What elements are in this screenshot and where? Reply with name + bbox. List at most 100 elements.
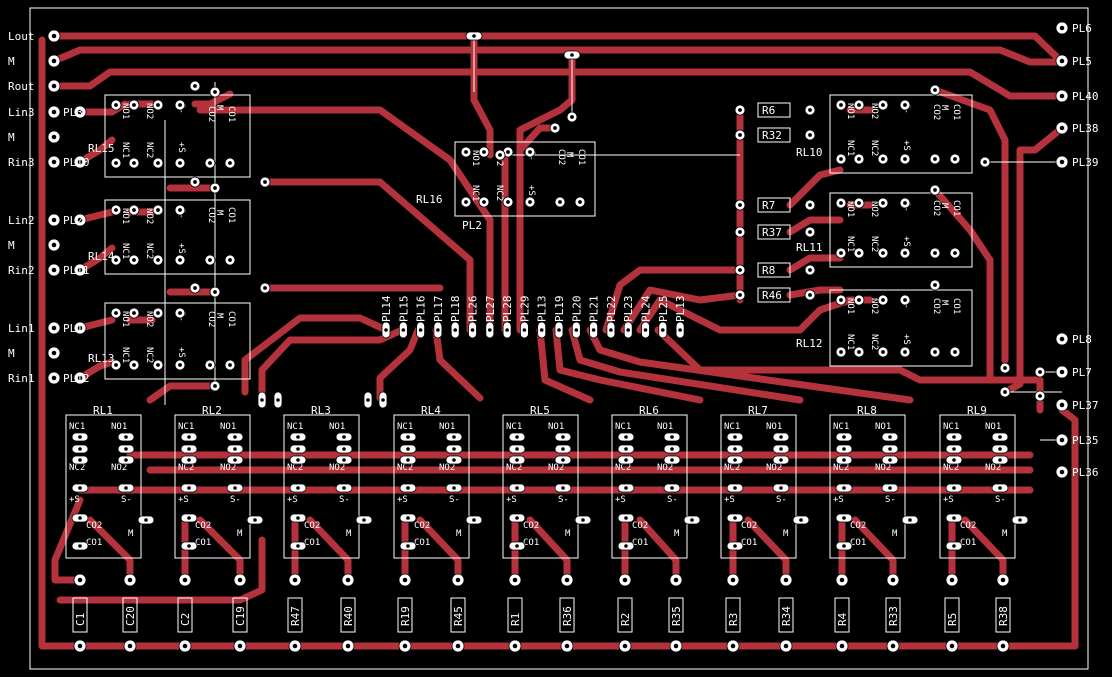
relay-rl5-pin-sp: +S [506, 495, 517, 505]
relay-rl2-pad-4 [180, 513, 198, 523]
pl-right-label-pl35: PL35 [1072, 434, 1099, 447]
relay-rl14-pad-b1 [128, 254, 140, 266]
relay-rl9-name: RL9 [967, 404, 987, 417]
relay-rl2-pad-9 [246, 515, 264, 525]
relay-rl6-pad-9 [683, 515, 701, 525]
resistor-r32-pad-b [804, 129, 816, 141]
via-17 [1034, 366, 1046, 378]
header-label-pl23: PL23 [622, 296, 635, 323]
pl-right-pad-pl7 [1055, 365, 1069, 379]
relay-rl5-pad-3 [508, 483, 526, 493]
part-r34-pad-bottom [779, 639, 793, 653]
relay-rl2-pad-8 [226, 483, 244, 493]
part-c1-pad-top [73, 573, 87, 587]
header-label-pl13b: PL13 [674, 296, 687, 323]
relay-rl6-pad-8 [663, 483, 681, 493]
part-r45-label: R45 [452, 606, 465, 626]
via-8 [209, 380, 221, 392]
relay-rl4-pin-sp: +S [397, 495, 408, 505]
part-r4-label: R4 [836, 612, 849, 626]
relay-rl4-pin-no2: NO2 [439, 463, 455, 473]
relay-rl3-name: RL3 [311, 404, 331, 417]
relay-rl5-name: RL5 [530, 404, 550, 417]
relay-rl13-pin-sp: +S [176, 347, 186, 358]
relay-rl4-pad-2 [399, 455, 417, 465]
part-r3-pad-top [726, 573, 740, 587]
part-r38 [995, 597, 1011, 633]
relay-rl1-pad-3 [71, 483, 89, 493]
resistor-r7-label: R7 [762, 199, 775, 212]
relay-rl10-pad-t3 [899, 99, 911, 111]
relay-rl10-pad-b3 [899, 153, 911, 165]
relay-rl15-pad-b1 [128, 157, 140, 169]
relay-rl7-pin-no1: NO1 [766, 422, 782, 432]
relay-rl1-pin-nc2: NC2 [69, 463, 85, 473]
pl-left-label-pl2: PL2 [63, 214, 83, 227]
relay-rl2-pin-co1: CO1 [195, 538, 211, 548]
relay-rl8-pad-0 [835, 432, 853, 442]
left-pad-rout [47, 79, 61, 93]
relay-rl16-pin-co1: CO1 [576, 149, 586, 165]
part-r19 [397, 597, 413, 633]
relay-rl12-pin-nc1: NC1 [845, 334, 855, 350]
relay-rl12-pin-co2: CO2 [931, 298, 941, 314]
relay-rl2-pin-sm: S- [230, 495, 241, 505]
relay-rl15-pad-b4 [204, 157, 216, 169]
relay-rl10 [829, 94, 973, 174]
part-r40 [340, 597, 356, 633]
relay-rl16-pin-sp: +S [526, 185, 536, 196]
relay-rl7-pad-co1 [726, 541, 744, 551]
relay-rl14-pin-sp: +S [176, 243, 186, 254]
relay-rl11-pad-t3 [899, 197, 911, 209]
relay-rl14 [104, 199, 251, 275]
relay-rl10-pad-b1 [853, 153, 865, 165]
relay-rl6-pad-1 [617, 444, 635, 454]
pl-left-label-pl12: PL12 [63, 372, 90, 385]
relay-rl16-pad-b0 [460, 196, 472, 208]
relay-rl7-pad-6 [772, 444, 790, 454]
relay-rl1-pin-co2: CO2 [86, 521, 102, 531]
relay-rl16-pad-b2 [502, 196, 514, 208]
relay-rl9-pin-no1: NO1 [985, 422, 1001, 432]
relay-rl1-pad-7 [117, 455, 135, 465]
header-pin-pl22 [606, 321, 616, 339]
part-r35-label: R35 [670, 606, 683, 626]
relay-rl4 [393, 414, 470, 559]
pl-right-label-pl7: PL7 [1072, 366, 1092, 379]
relay-rl16-pin-no1: NO1 [470, 150, 480, 166]
part-r19-label: R19 [399, 606, 412, 626]
relay-rl14-pin-co2: CO2 [206, 207, 216, 223]
pl-left-pad-pl2 [73, 213, 87, 227]
relay-rl16-pad-b4 [554, 196, 566, 208]
relay-rl13-pin-nc1: NC1 [120, 347, 130, 363]
part-r4-pad-bottom [835, 639, 849, 653]
relay-rl8-pad-co1 [835, 541, 853, 551]
via-5 [189, 282, 201, 294]
relay-rl12-pad-b2 [877, 346, 889, 358]
relay-rl15-pad-t2 [152, 99, 164, 111]
relay-rl13 [104, 302, 251, 380]
relay-rl9-pad-5 [991, 432, 1009, 442]
relay-rl8-pin-no1: NO1 [875, 422, 891, 432]
relay-rl4-pad-5 [445, 432, 463, 442]
part-r40-pad-top [341, 573, 355, 587]
part-r45-pad-bottom [451, 639, 465, 653]
relay-rl8-pad-6 [881, 444, 899, 454]
relay-rl10-pad-b0 [835, 153, 847, 165]
relay-rl2-pin-nc2: NC2 [178, 463, 194, 473]
part-r1-pad-top [508, 573, 522, 587]
part-c19-label: C19 [234, 606, 247, 626]
relay-rl14-pad-b4 [204, 254, 216, 266]
relay-rl11-pin-co1: CO1 [951, 200, 961, 216]
pl-right-pad-pl36 [1055, 465, 1069, 479]
relay-rl11-pin-no1: NO1 [845, 201, 855, 217]
relay-rl7 [720, 414, 797, 559]
pl-left-label-pl10: PL10 [63, 156, 90, 169]
left-pad-lin2 [47, 213, 61, 227]
relay-rl6-pin-no1: NO1 [657, 422, 673, 432]
relay-rl10-pin-co1: CO1 [951, 104, 961, 120]
part-r3 [725, 597, 741, 633]
relay-rl2-pad-3 [180, 483, 198, 493]
relay-rl1-pad-6 [117, 444, 135, 454]
relay-rl4-pin-co2: CO2 [414, 521, 430, 531]
